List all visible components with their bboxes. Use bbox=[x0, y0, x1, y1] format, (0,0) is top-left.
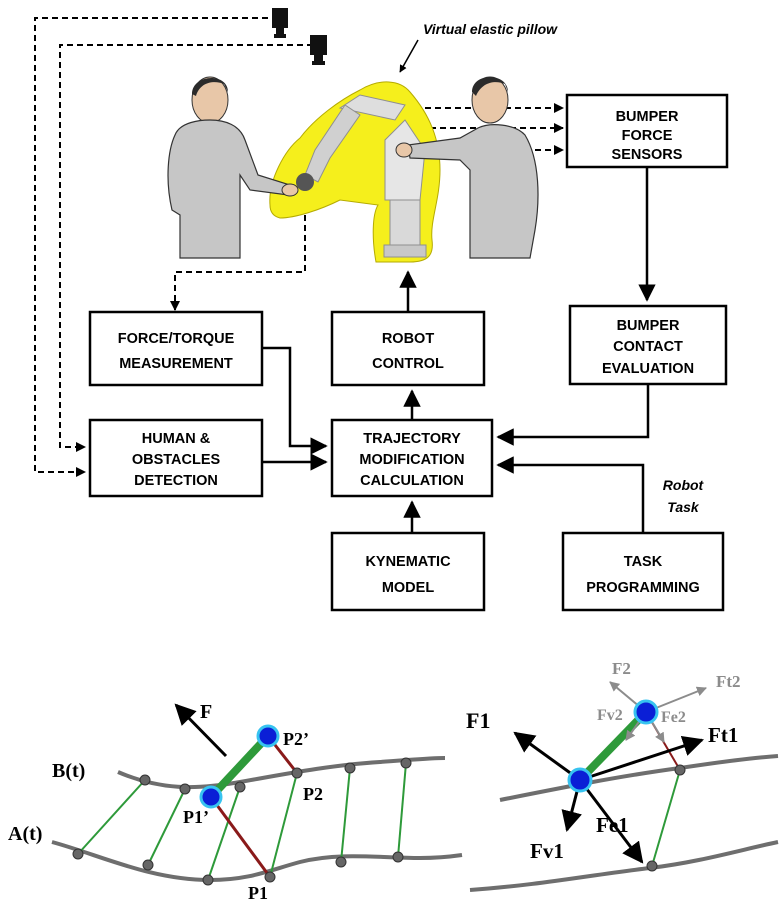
black-force-arrows bbox=[513, 731, 704, 864]
box-text: MEASUREMENT bbox=[119, 356, 233, 372]
label-ft2: Ft2 bbox=[716, 672, 741, 691]
label-p2-prime: P2’ bbox=[283, 729, 309, 749]
curve-a bbox=[51, 840, 463, 883]
box-text: ROBOT bbox=[382, 331, 435, 347]
box-human-obstacles: HUMAN & OBSTACLES DETECTION bbox=[88, 418, 264, 498]
label-fv2: Fv2 bbox=[597, 707, 623, 724]
upper-curve bbox=[499, 754, 779, 802]
sensor-to-force-torque-line bbox=[170, 195, 306, 311]
box-text: BUMPER bbox=[616, 109, 679, 125]
box-text: EVALUATION bbox=[602, 361, 694, 377]
force-arrow bbox=[174, 703, 228, 758]
robot-upper-arm bbox=[338, 94, 406, 121]
camera-icon bbox=[272, 8, 288, 38]
curve-b bbox=[117, 756, 446, 790]
pillow-label: Virtual elastic pillow bbox=[423, 21, 558, 37]
box-text: CALCULATION bbox=[360, 473, 464, 489]
robot-base bbox=[389, 199, 421, 249]
box-kynematic: KYNEMATIC MODEL bbox=[330, 531, 486, 612]
contact-to-trajectory-arrow bbox=[496, 384, 650, 446]
box-robot-control: ROBOT CONTROL bbox=[330, 310, 486, 387]
box-text: FORCE/TORQUE bbox=[118, 331, 235, 347]
camera-icon bbox=[310, 35, 327, 65]
green-link bbox=[651, 769, 681, 867]
box-text: KYNEMATIC bbox=[365, 554, 451, 570]
green-links bbox=[77, 762, 407, 881]
force-to-trajectory-arrow bbox=[262, 346, 328, 455]
curve-points bbox=[72, 757, 412, 886]
right-person-illustration bbox=[395, 76, 539, 259]
box-bumper-force-sensors: BUMPER FORCE SENSORS bbox=[565, 93, 729, 169]
box-text: BUMPER bbox=[617, 318, 680, 334]
label-ft1: Ft1 bbox=[708, 723, 738, 747]
robot-forearm bbox=[304, 104, 361, 183]
point-2 bbox=[633, 699, 659, 725]
box-text: CONTROL bbox=[372, 356, 444, 372]
point-1 bbox=[567, 767, 593, 793]
box-text: CONTACT bbox=[613, 339, 683, 355]
label-fe2: Fe2 bbox=[661, 709, 686, 726]
box-trajectory: TRAJECTORY MODIFICATION CALCULATION bbox=[330, 418, 494, 498]
solid-arrows bbox=[262, 167, 656, 533]
box-force-torque: FORCE/TORQUE MEASUREMENT bbox=[88, 310, 264, 387]
curve-point bbox=[646, 860, 658, 872]
box-text: MODIFICATION bbox=[359, 452, 464, 468]
robot-task-label: Robot bbox=[663, 477, 705, 493]
label-p1-prime: P1’ bbox=[183, 807, 209, 827]
point-p1-prime bbox=[199, 785, 223, 809]
box-text: HUMAN & bbox=[142, 431, 211, 447]
label-fv1: Fv1 bbox=[530, 839, 564, 863]
left-trajectory-plot: F B(t) A(t) P2’ P1’ P2 P1 bbox=[8, 701, 463, 899]
deformed-link bbox=[577, 709, 649, 783]
deformed-link bbox=[208, 733, 271, 800]
box-text: FORCE bbox=[622, 128, 673, 144]
label-f2: F2 bbox=[612, 659, 631, 678]
right-force-plot: F2 Ft2 Fv2 Fe2 F1 Ft1 Fv1 Fe1 bbox=[466, 659, 779, 892]
robot-end-effector bbox=[296, 173, 314, 191]
camera1-to-detection-line bbox=[34, 17, 278, 477]
robot-illustration bbox=[269, 81, 441, 263]
label-p1: P1 bbox=[248, 883, 268, 899]
label-b-t: B(t) bbox=[52, 760, 85, 782]
pillow-pointer-line bbox=[399, 39, 419, 73]
box-text: DETECTION bbox=[134, 473, 218, 489]
red-link bbox=[209, 796, 272, 878]
box-text: SENSORS bbox=[612, 147, 683, 163]
label-p2: P2 bbox=[303, 784, 323, 804]
robot-body bbox=[384, 119, 426, 201]
box-text: TRAJECTORY bbox=[363, 431, 461, 447]
box-text: MODEL bbox=[382, 580, 435, 596]
label-fe1: Fe1 bbox=[596, 813, 629, 837]
camera2-to-detection-line bbox=[59, 44, 313, 452]
label-a-t: A(t) bbox=[8, 823, 42, 845]
label-f: F bbox=[200, 701, 212, 723]
robot-task-label: Task bbox=[667, 499, 700, 515]
box-task-programming: TASK PROGRAMMING bbox=[561, 531, 725, 612]
label-f1: F1 bbox=[466, 708, 490, 733]
box-bumper-contact: BUMPER CONTACT EVALUATION bbox=[568, 304, 728, 386]
point-p2-prime bbox=[256, 724, 280, 748]
box-text: PROGRAMMING bbox=[586, 580, 700, 596]
task-to-trajectory-arrow bbox=[496, 456, 645, 533]
curve-point bbox=[674, 764, 686, 776]
lower-curve bbox=[469, 840, 779, 892]
box-text: OBSTACLES bbox=[132, 452, 221, 468]
box-text: TASK bbox=[624, 554, 663, 570]
left-person-illustration bbox=[167, 76, 299, 259]
